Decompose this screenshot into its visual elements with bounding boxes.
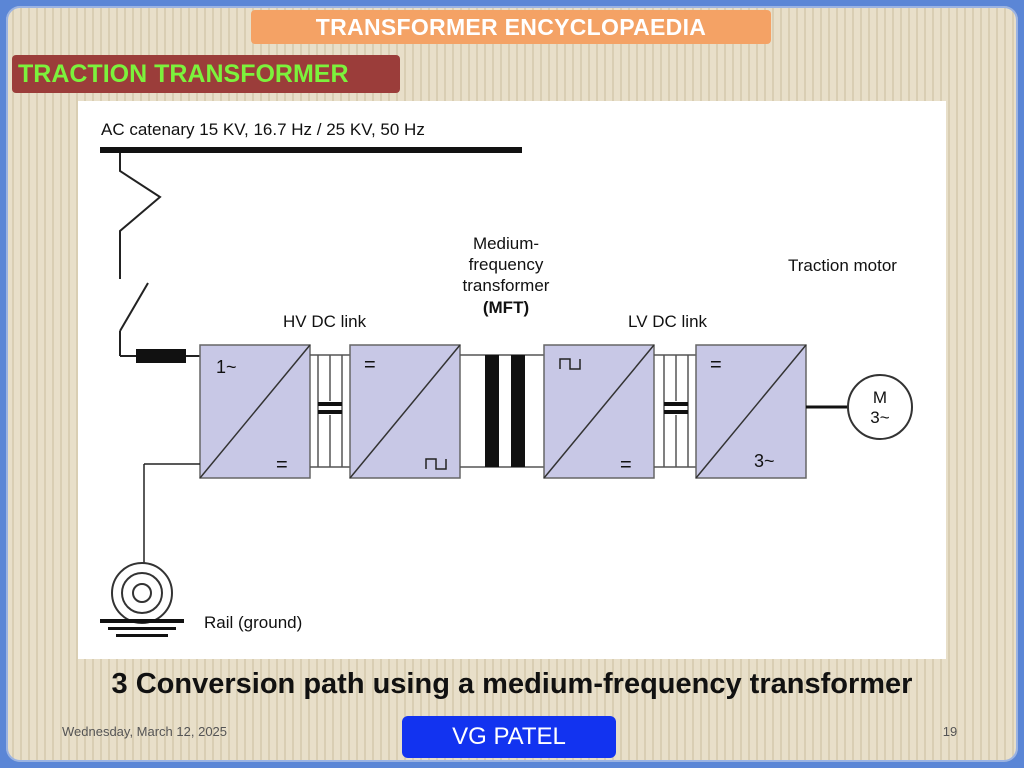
mft-core-right (511, 355, 525, 467)
catenary-line (100, 147, 522, 153)
wheel-inner-ring (121, 572, 163, 614)
block4-input-symbol: = (710, 354, 722, 376)
rail-ground-bar-1 (100, 619, 184, 623)
mft-label-line4: (MFT) (483, 298, 529, 317)
lv-dc-link-label: LV DC link (628, 312, 708, 331)
section-title: TRACTION TRANSFORMER (12, 55, 400, 93)
converter-block-1: 1~ = (199, 344, 311, 479)
traction-motor-label: Traction motor (788, 256, 897, 275)
square-wave-icon (559, 358, 581, 370)
square-wave-icon (425, 458, 447, 470)
traction-motor-symbol (847, 374, 913, 440)
block4-output-symbol: 3~ (754, 451, 775, 471)
motor-letter: M (873, 388, 887, 407)
rail-ground-bar-3 (116, 634, 168, 637)
pantograph (119, 153, 162, 279)
catenary-label: AC catenary 15 KV, 16.7 Hz / 25 KV, 50 H… (101, 120, 425, 139)
lv-capacitor-plate-bottom (664, 410, 688, 414)
mft-label-line2: frequency (469, 255, 544, 274)
wheel-hub (132, 583, 152, 603)
block1-output-symbol: = (276, 454, 288, 476)
diagram-svg: AC catenary 15 KV, 16.7 Hz / 25 KV, 50 H… (100, 120, 913, 637)
hv-capacitor-plate-bottom (318, 410, 342, 414)
rail-ground-label: Rail (ground) (204, 613, 302, 632)
converter-block-4: = 3~ (695, 344, 807, 479)
page-number: 19 (942, 724, 958, 739)
converter-block-3: = (543, 344, 655, 479)
conversion-path-diagram: AC catenary 15 KV, 16.7 Hz / 25 KV, 50 H… (78, 101, 946, 659)
rail-ground-bar-2 (108, 627, 176, 630)
input-inductor (136, 349, 186, 363)
footer-date: Wednesday, March 12, 2025 (62, 724, 228, 739)
figure-caption: 3 Conversion path using a medium-frequen… (111, 668, 913, 700)
main-switch (119, 282, 149, 332)
lv-capacitor-plate-top (664, 402, 688, 406)
mft-label-line3: transformer (463, 276, 550, 295)
block2-input-symbol: = (364, 354, 376, 376)
block1-input-symbol: 1~ (216, 357, 237, 377)
block3-output-symbol: = (620, 454, 632, 476)
converter-block-2: = (349, 344, 461, 479)
hv-capacitor-plate-top (318, 402, 342, 406)
mft-core-left (485, 355, 499, 467)
title-banner: TRANSFORMER ENCYCLOPAEDIA (251, 10, 771, 44)
author-badge: VG PATEL (402, 716, 616, 758)
mft-label-line1: Medium- (473, 234, 539, 253)
motor-phase: 3~ (870, 408, 889, 427)
hv-dc-link-label: HV DC link (283, 312, 367, 331)
